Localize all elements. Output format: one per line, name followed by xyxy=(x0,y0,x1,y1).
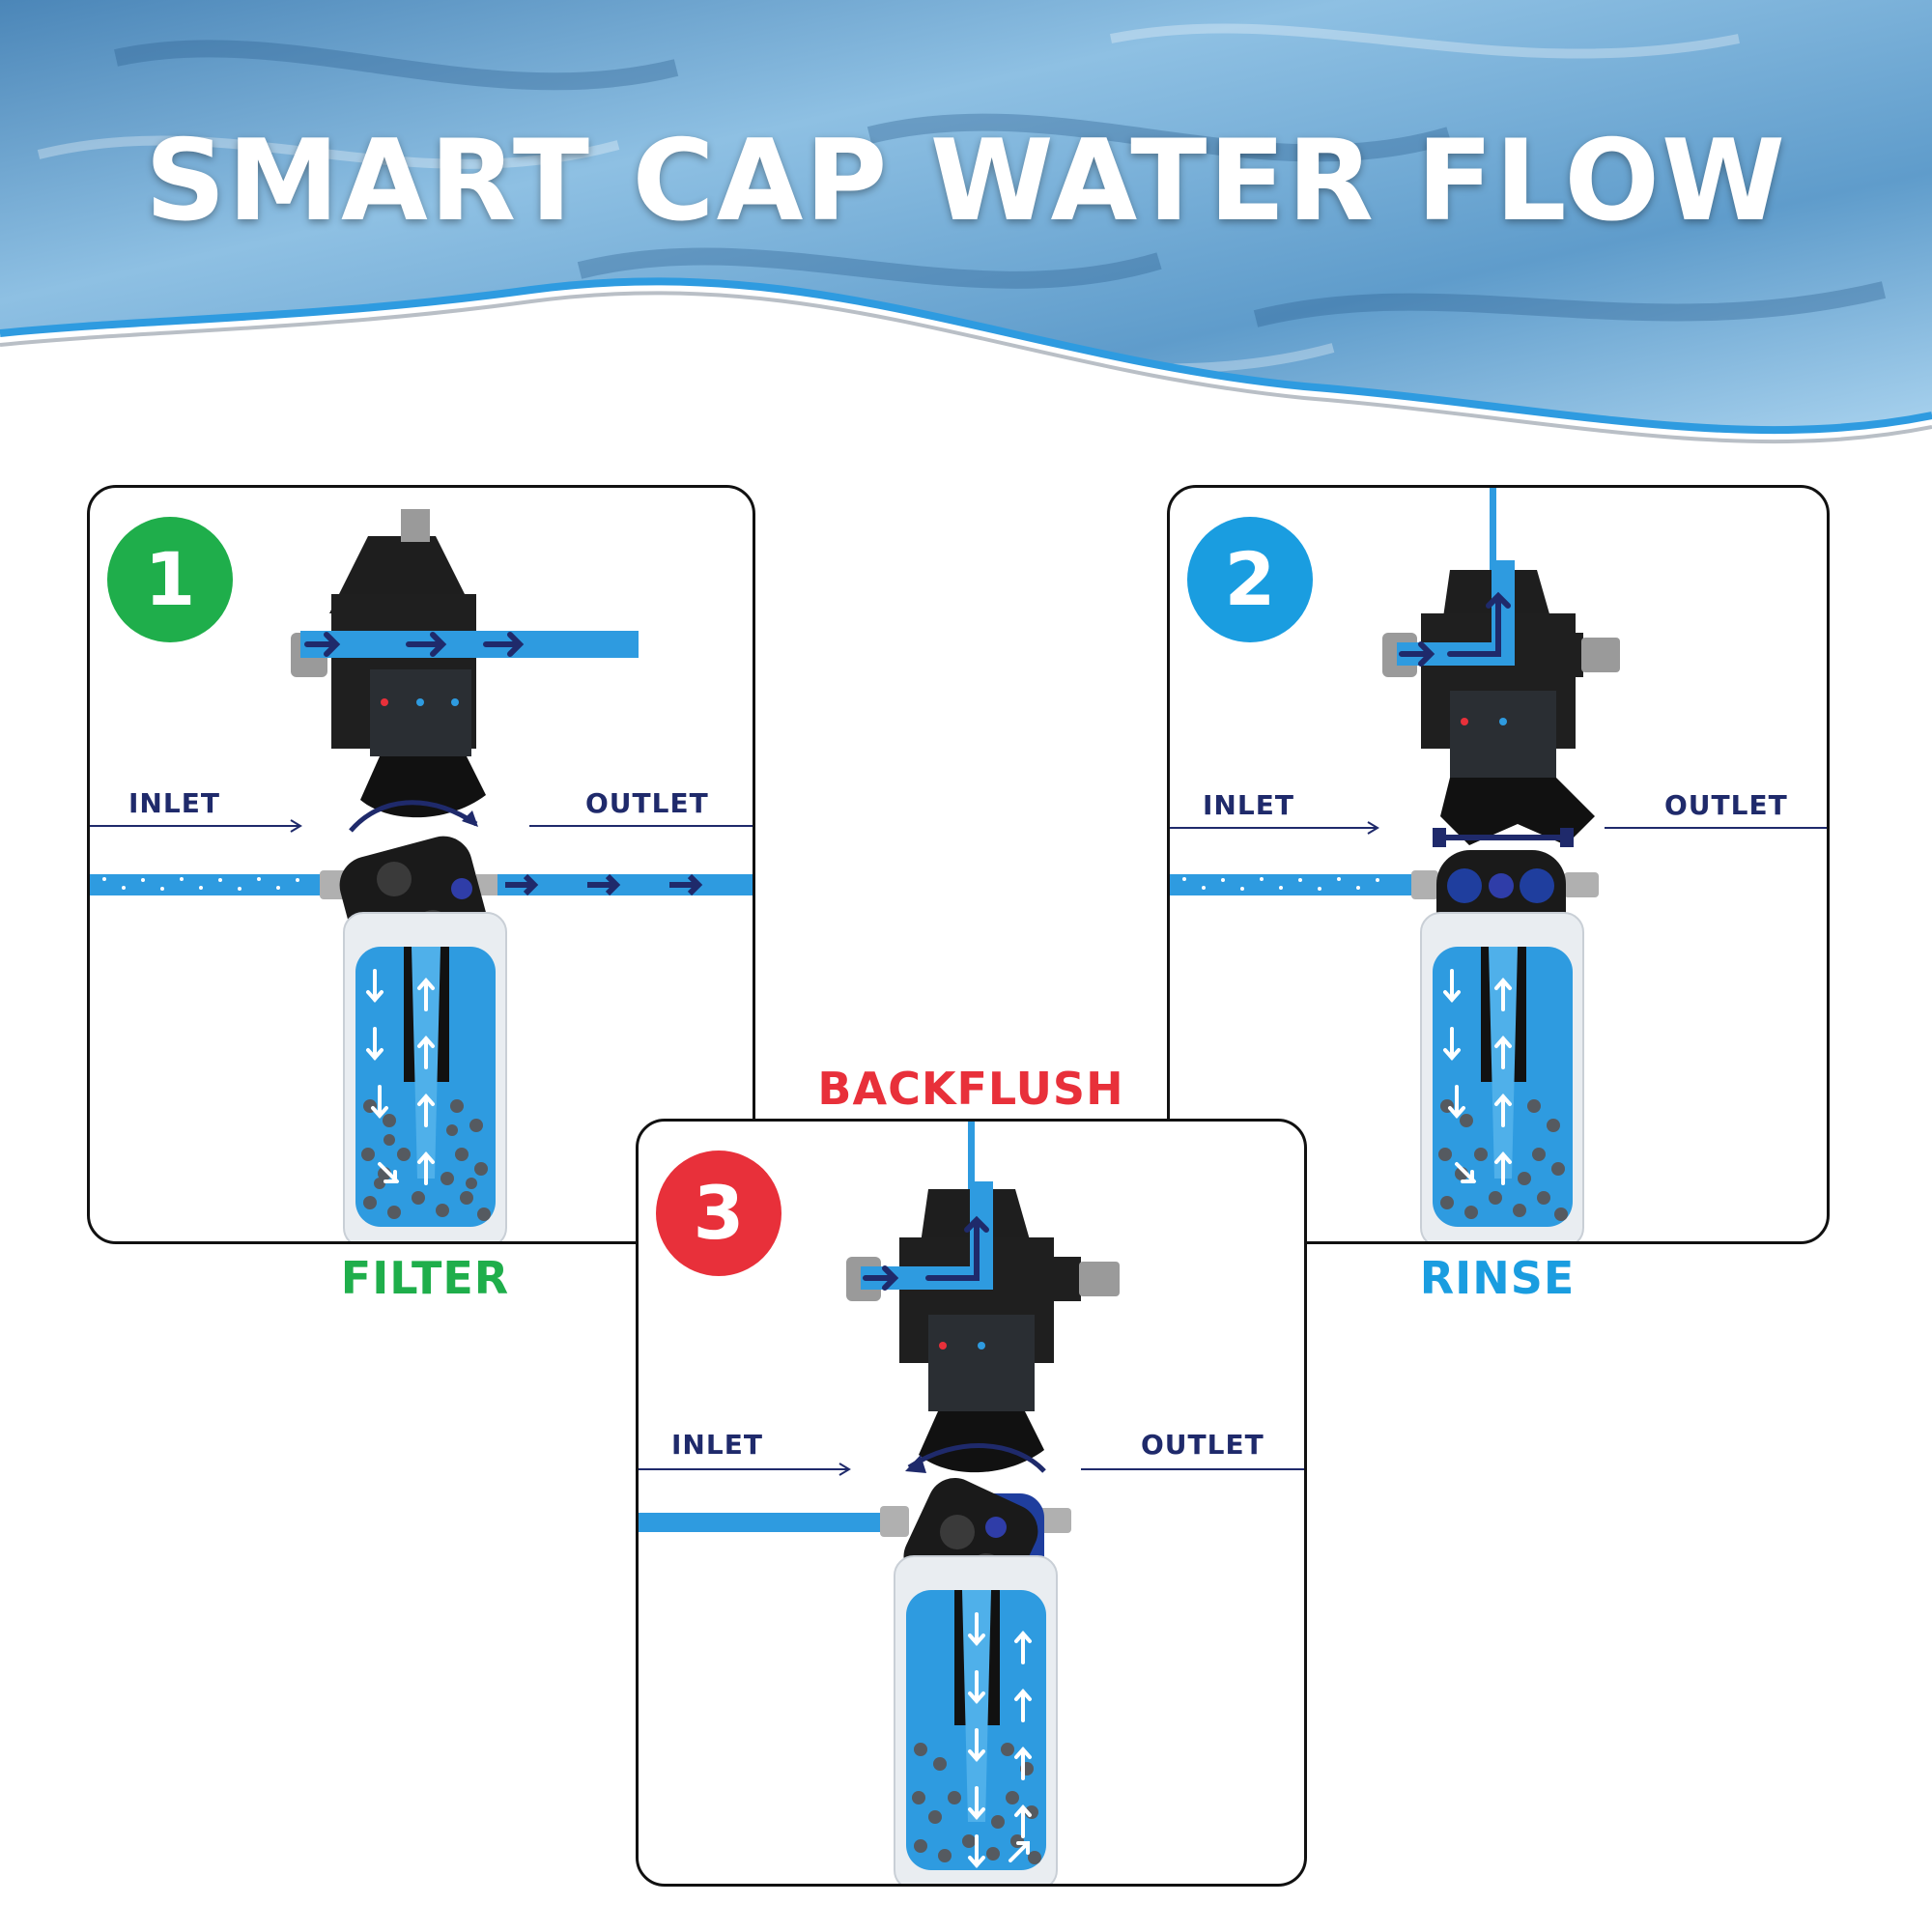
panel-filter: 1 INLET OUTLET xyxy=(87,485,755,1244)
water-header-background xyxy=(0,0,1932,444)
backflush-flow-diagram xyxy=(639,1122,1304,1884)
smart-cap-valve xyxy=(291,509,639,818)
mode-label-backflush: BACKFLUSH xyxy=(817,1063,1124,1115)
step-number-badge: 3 xyxy=(656,1151,781,1276)
inlet-hose xyxy=(90,874,320,895)
step-number-badge: 1 xyxy=(107,517,233,642)
inlet-label: INLET xyxy=(671,1429,763,1461)
inlet-label: INLET xyxy=(1203,789,1294,821)
filter-flow-diagram xyxy=(90,509,753,1241)
mode-label-rinse: RINSE xyxy=(1419,1252,1576,1304)
inlet-label: INLET xyxy=(128,787,220,819)
outlet-label: OUTLET xyxy=(1141,1429,1264,1461)
outlet-hose xyxy=(496,874,753,895)
inlet-hose xyxy=(639,1513,880,1532)
mode-label-filter: FILTER xyxy=(340,1252,510,1304)
step-number-badge: 2 xyxy=(1187,517,1313,642)
rinse-flow-diagram xyxy=(1170,488,1827,1241)
filter-tank xyxy=(343,912,507,1241)
page-title: SMART CAP WATER FLOW xyxy=(145,116,1787,246)
outlet-label: OUTLET xyxy=(585,787,709,819)
panel-rinse: 2 INLET OUTLET xyxy=(1167,485,1830,1244)
outlet-label: OUTLET xyxy=(1664,789,1788,821)
panel-backflush: 3 INLET OUTLET xyxy=(636,1119,1307,1887)
filter-tank xyxy=(894,1555,1058,1884)
filter-tank xyxy=(1420,912,1584,1241)
cap-flow-arrows xyxy=(304,632,525,657)
inlet-hose xyxy=(1170,874,1411,895)
